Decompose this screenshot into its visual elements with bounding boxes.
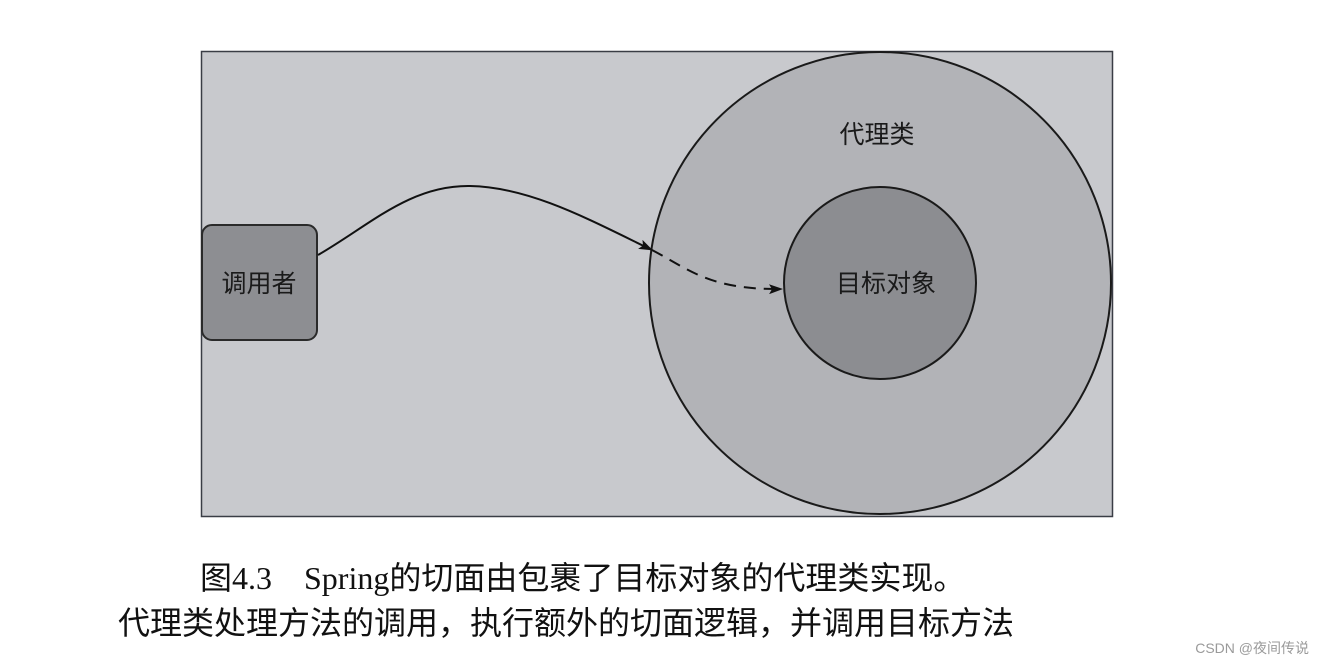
target-object-label: 目标对象	[836, 269, 936, 298]
figure-caption-line-2: 代理类处理方法的调用，执行额外的切面逻辑，并调用目标方法	[118, 605, 1015, 641]
proxy-class-label: 代理类	[839, 120, 914, 149]
caller-label: 调用者	[221, 269, 296, 298]
figure-caption-line-1: 图4.3 Spring的切面由包裹了目标对象的代理类实现。	[200, 560, 966, 596]
target-object-circle	[783, 186, 977, 380]
csdn-watermark: CSDN @夜间传说	[1195, 640, 1309, 656]
call-arrow-solid	[317, 184, 653, 256]
caller-box	[201, 224, 318, 341]
